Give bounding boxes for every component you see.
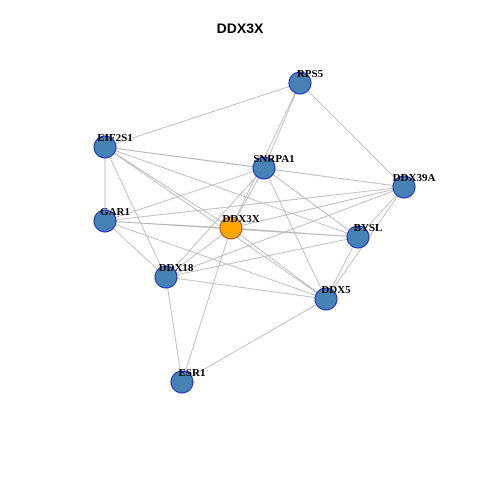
edge-ddx18-esr1 xyxy=(165,276,183,383)
edge-rps5-ddx39a xyxy=(299,82,405,188)
node-label-bysl: BYSL xyxy=(354,222,383,234)
node-label-snrpa1: SNRPA1 xyxy=(253,153,294,165)
node-label-eif2s1: EIF2S1 xyxy=(97,132,132,144)
node-label-ddx18: DDX18 xyxy=(159,262,194,274)
node-label-ddx3x: DDX3X xyxy=(222,213,259,225)
edge-gar1-ddx5 xyxy=(104,220,327,300)
edge-ddx5-esr1 xyxy=(181,298,327,383)
edge-ddx39a-gar1 xyxy=(104,186,405,222)
node-ddx39a[interactable] xyxy=(392,175,416,199)
edge-ddx3x-ddx5 xyxy=(230,227,327,300)
edge-gar1-ddx18 xyxy=(104,220,167,278)
node-label-ddx5: DDX5 xyxy=(321,284,351,296)
node-bysl[interactable] xyxy=(346,225,370,249)
edge-bysl-ddx18 xyxy=(165,236,359,278)
edge-ddx3x-ddx18 xyxy=(165,227,232,278)
edge-snrpa1-ddx18 xyxy=(165,167,265,278)
edge-bysl-ddx5 xyxy=(325,236,359,300)
node-label-gar1: GAR1 xyxy=(100,206,130,218)
edge-rps5-snrpa1 xyxy=(263,82,301,169)
edge-ddx18-ddx5 xyxy=(165,276,327,300)
edge-eif2s1-ddx18 xyxy=(104,146,167,278)
node-rps5[interactable] xyxy=(288,71,312,95)
edge-ddx3x-rps5 xyxy=(230,82,301,229)
node-label-esr1: ESR1 xyxy=(179,367,206,379)
node-label-rps5: RPS5 xyxy=(297,68,324,80)
nodes-layer xyxy=(93,71,416,394)
node-label-ddx39a: DDX39A xyxy=(393,172,436,184)
edge-ddx3x-eif2s1 xyxy=(104,146,232,229)
edge-snrpa1-gar1 xyxy=(104,167,265,222)
node-esr1[interactable] xyxy=(170,370,194,394)
edge-ddx3x-esr1 xyxy=(181,227,232,383)
node-eif2s1[interactable] xyxy=(93,135,117,159)
node-snrpa1[interactable] xyxy=(252,156,276,180)
graph-title: DDX3X xyxy=(216,20,264,36)
node-ddx3x[interactable] xyxy=(219,216,243,240)
node-ddx5[interactable] xyxy=(314,287,338,311)
edges-layer xyxy=(104,82,405,383)
edge-snrpa1-ddx5 xyxy=(263,167,327,300)
edge-snrpa1-bysl xyxy=(263,167,359,238)
edge-rps5-eif2s1 xyxy=(104,82,301,148)
node-ddx18[interactable] xyxy=(154,265,178,289)
edge-eif2s1-bysl xyxy=(104,146,359,238)
node-gar1[interactable] xyxy=(93,209,117,233)
edge-eif2s1-ddx5 xyxy=(104,146,327,300)
